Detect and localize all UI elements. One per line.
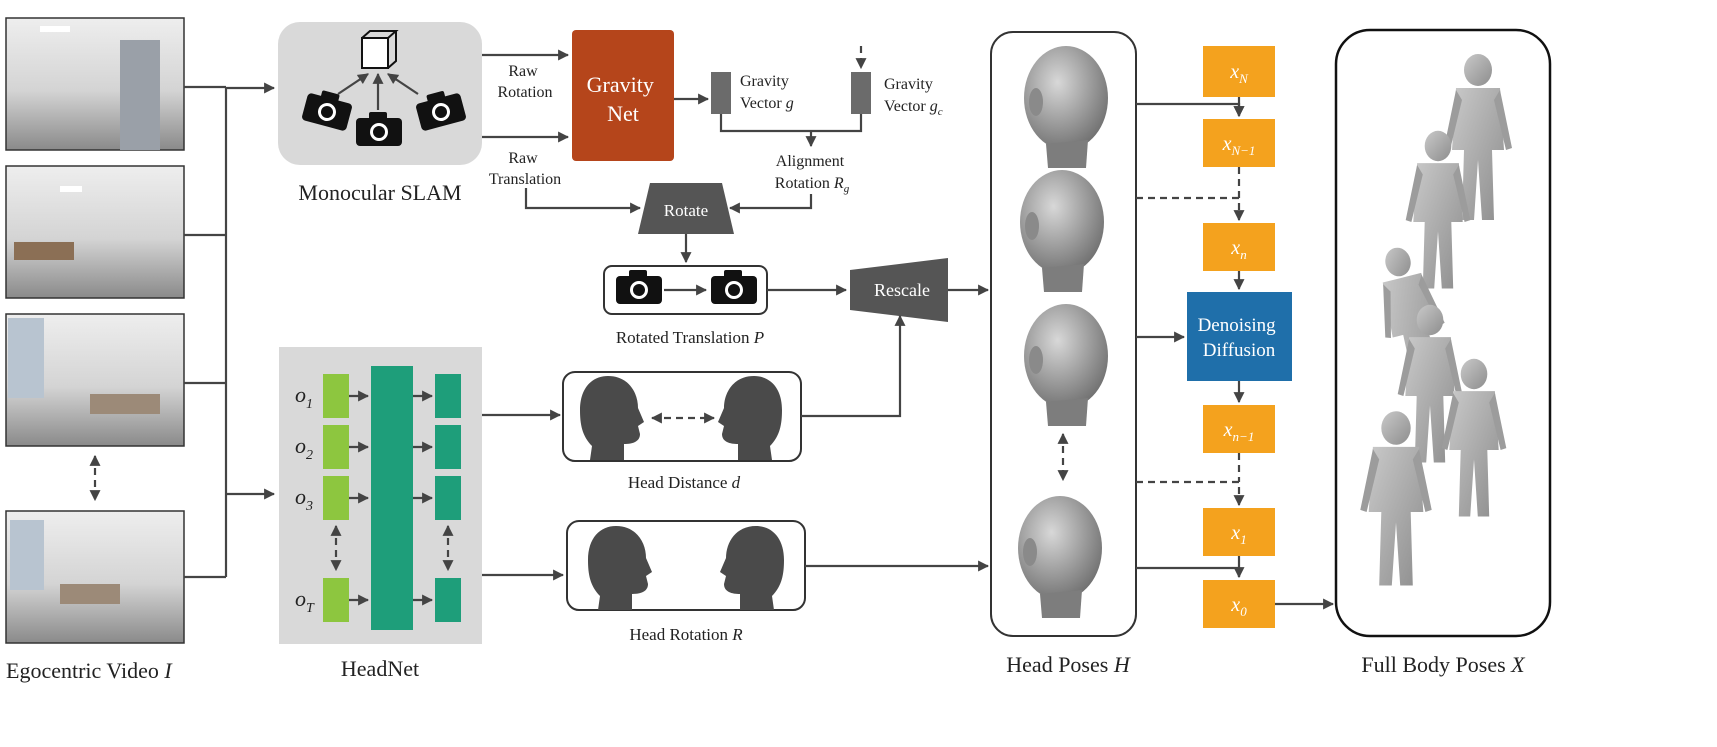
state-box-xN: xN [1203, 46, 1275, 97]
head-distance-label: Head Distance d [628, 473, 741, 492]
output-token [435, 476, 461, 520]
full-body-box [1334, 28, 1552, 638]
svg-text:xN: xN [1229, 61, 1249, 86]
state-box-xn-1: xn−1 [1203, 405, 1275, 453]
rotate-label: Rotate [664, 201, 708, 220]
rotated-translation-block: Rotated Translation P [603, 265, 768, 347]
headnet-row-3: o3 [295, 476, 461, 520]
slam-label: Monocular SLAM [298, 180, 461, 205]
state-box-xn: xn [1203, 223, 1275, 271]
cube-icon [361, 37, 389, 69]
svg-text:o3: o3 [295, 484, 313, 514]
input-token [323, 425, 349, 469]
video-frame-2 [5, 165, 185, 299]
state-box-x0: x0 [1203, 580, 1275, 628]
rescale-block: Rescale [850, 258, 948, 322]
full-body-block: Full Body Poses X [1334, 28, 1552, 677]
headnet-row-1: o1 [295, 374, 461, 418]
head-poses-block: Head Poses H [990, 31, 1137, 677]
svg-text:xn: xn [1230, 237, 1246, 262]
gravity-vector-g-bar [711, 72, 731, 114]
output-token [435, 374, 461, 418]
svg-text:x1: x1 [1230, 522, 1246, 547]
headnet-row-2: o2 [295, 425, 461, 469]
rescale-box [850, 258, 948, 322]
raw-rotation-label: Raw Rotation [497, 63, 552, 101]
headnet-label: HeadNet [341, 656, 419, 681]
rescale-label: Rescale [874, 280, 930, 300]
video-frames: Egocentric Video I [5, 17, 185, 683]
input-token [323, 578, 349, 622]
svg-text:o2: o2 [295, 433, 313, 463]
head-poses-label: Head Poses H [1006, 652, 1131, 677]
rotated-translation-label: Rotated Translation P [616, 328, 764, 347]
state-box-x1: x1 [1203, 508, 1275, 556]
full-body-label: Full Body Poses X [1361, 652, 1526, 677]
rotate-block: Rotate [638, 183, 734, 234]
head-distance-block: Head Distance d [562, 371, 802, 492]
denoising-diffusion-block: Denoising Diffusion [1187, 292, 1292, 381]
gravity-vector-gc-label: Gravity Vector gc [884, 76, 943, 118]
state-box-xN-1: xN−1 [1203, 119, 1275, 167]
svg-text:xN−1: xN−1 [1222, 133, 1256, 158]
headnet-block: o1 o2 o3 oT HeadNet [279, 347, 482, 681]
raw-translation-label: Raw Translation [489, 150, 561, 188]
gravity-net-label: Gravity Net [587, 72, 660, 126]
rotate-box [638, 183, 734, 234]
slam-block: Monocular SLAM [278, 22, 482, 205]
gravity-net-box [572, 30, 674, 161]
egocentric-video-label: Egocentric Video I [6, 658, 173, 683]
slam-box [278, 22, 482, 165]
headnet-core [371, 366, 413, 630]
svg-text:x0: x0 [1230, 594, 1247, 619]
head-rotation-label: Head Rotation R [629, 625, 743, 644]
output-token [435, 425, 461, 469]
head-rotation-block: Head Rotation R [566, 520, 806, 644]
input-token [323, 374, 349, 418]
denoising-diffusion-label: Denoising Diffusion [1198, 315, 1281, 361]
svg-text:oT: oT [295, 586, 315, 616]
gravity-net-block: Gravity Net [572, 30, 674, 161]
input-token [323, 476, 349, 520]
headnet-row-4: oT [295, 578, 461, 622]
output-token [435, 578, 461, 622]
video-connectors [184, 82, 276, 579]
gravity-vector-gc-bar [851, 72, 871, 114]
diffusion-chain: xN xN−1 xn Denoising Diffusion xn−1 [1187, 46, 1292, 628]
svg-text:o1: o1 [295, 382, 313, 412]
denoising-diffusion-box [1187, 292, 1292, 381]
video-frame-1 [5, 17, 185, 151]
video-frame-3 [5, 313, 185, 447]
svg-text:xn−1: xn−1 [1223, 419, 1255, 444]
gravity-vector-g-label: Gravity Vector g [740, 73, 794, 112]
video-frame-4 [5, 510, 185, 644]
alignment-rotation-label: Alignment Rotation Rg [775, 153, 850, 195]
